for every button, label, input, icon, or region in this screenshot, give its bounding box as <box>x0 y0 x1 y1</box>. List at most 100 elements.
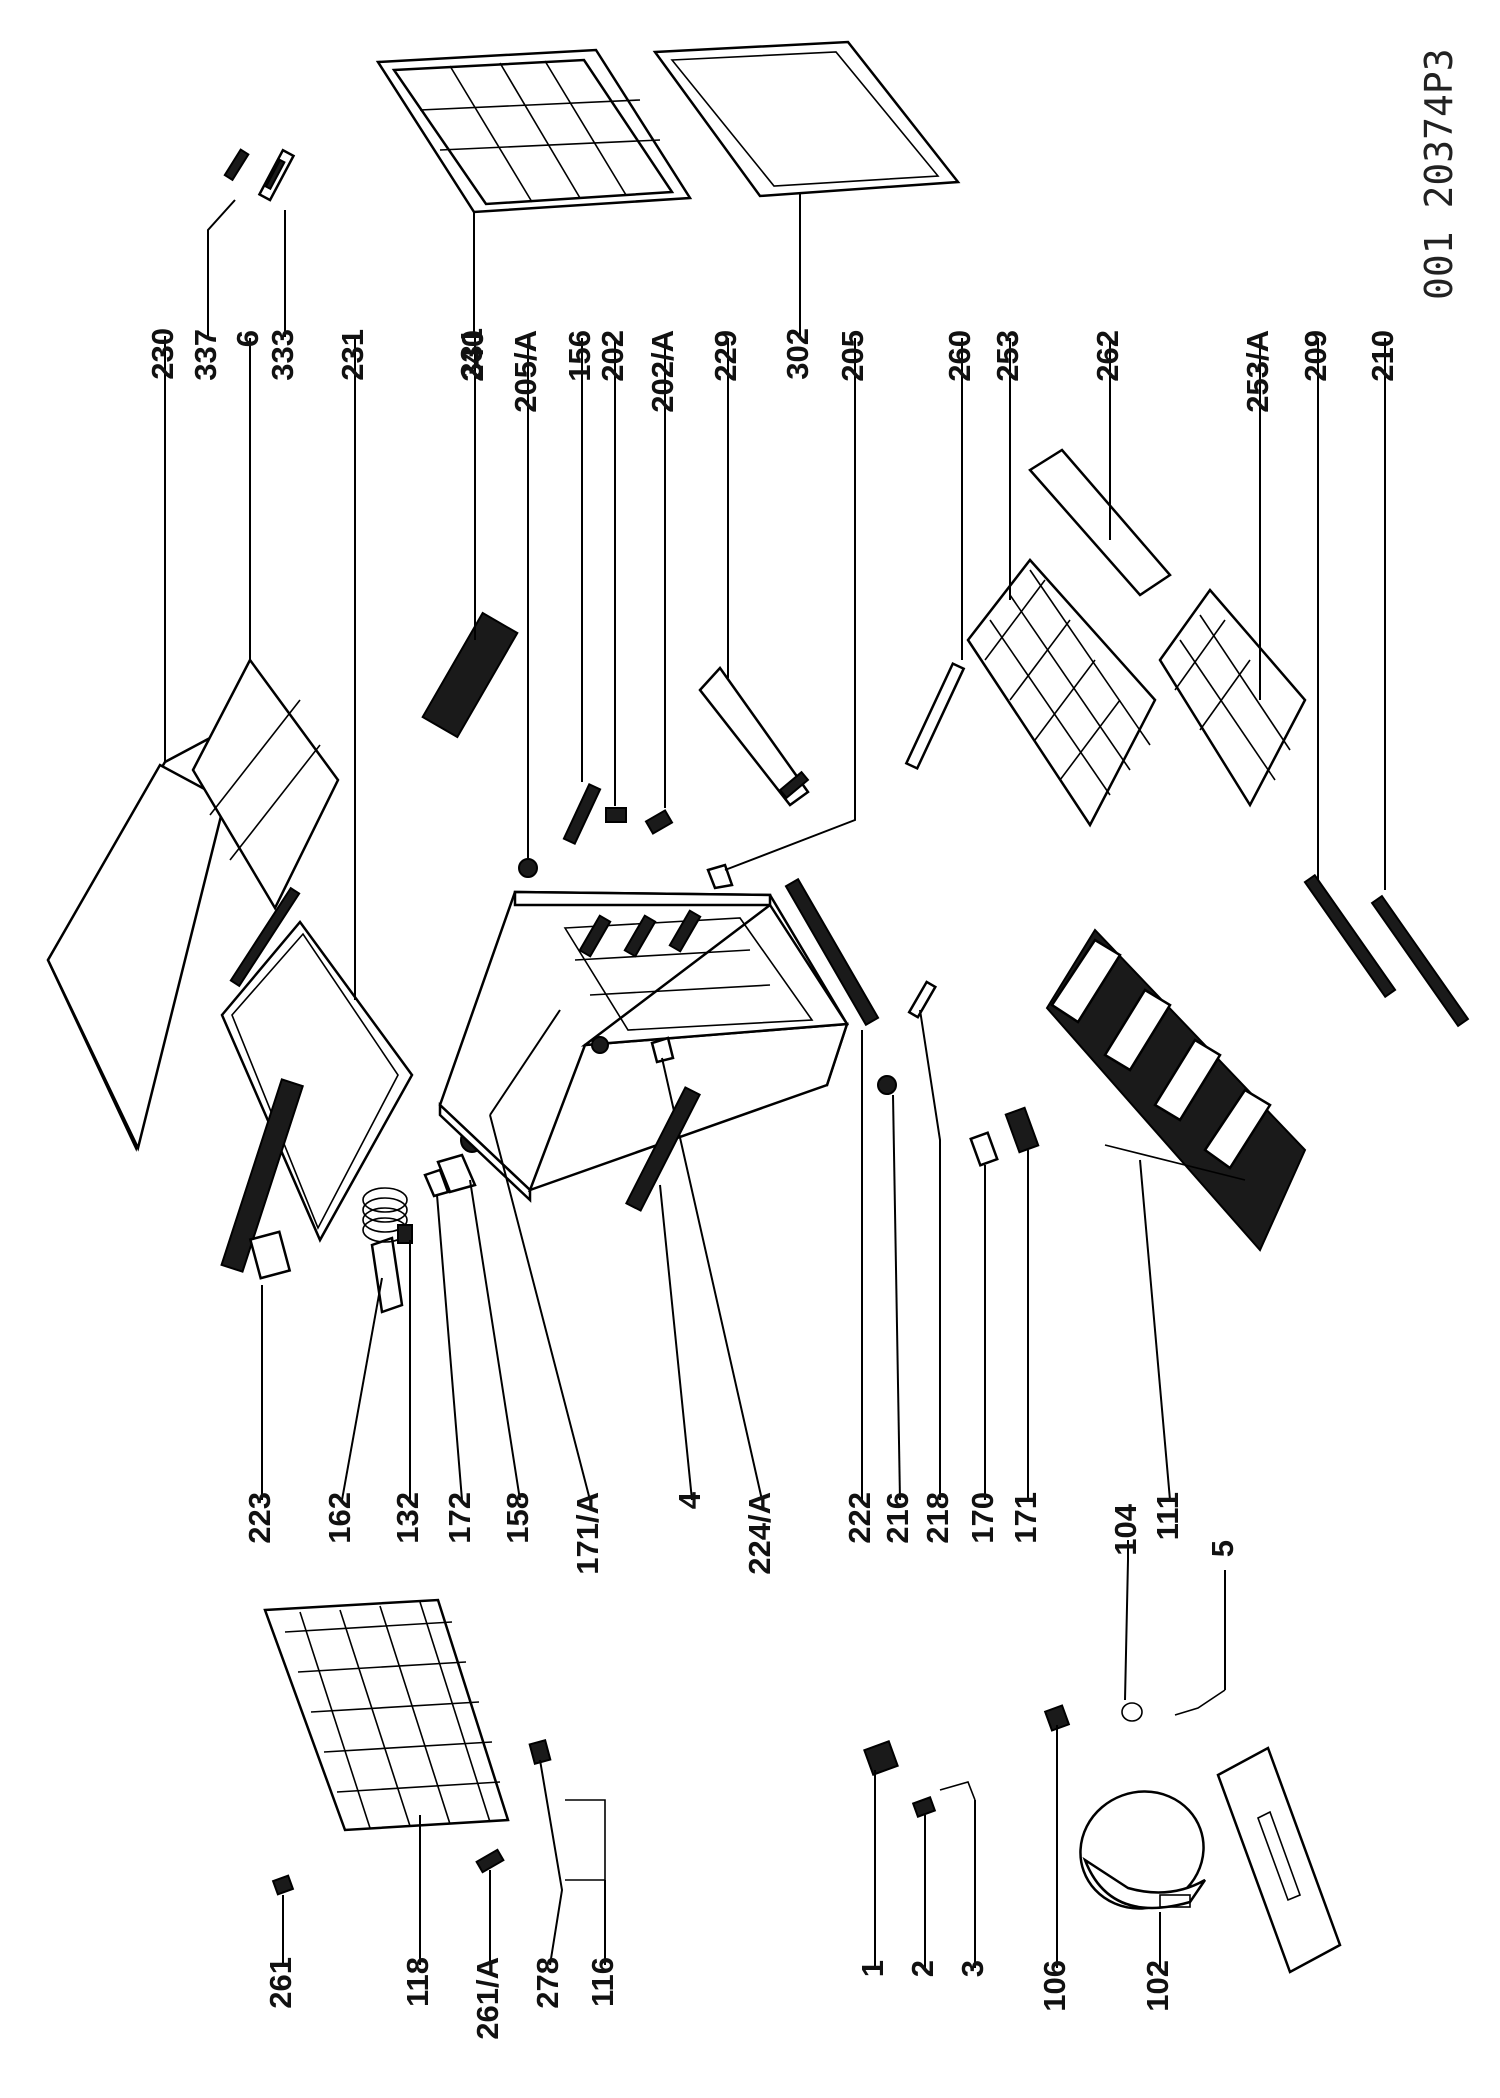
part-label-118: 118 <box>400 1957 435 2007</box>
tray-part <box>191 338 340 911</box>
part-label-302: 302 <box>780 328 815 380</box>
part-label-224a: 224/A <box>742 1492 777 1575</box>
leader-171a-inner <box>489 1009 561 1116</box>
leader-218 <box>919 1009 941 1500</box>
part-label-205: 205 <box>835 330 870 382</box>
part-label-172: 172 <box>442 1492 477 1544</box>
part-label-1: 1 <box>855 1960 890 1977</box>
base-plate-part <box>1216 1746 1342 1974</box>
part-label-111: 111 <box>1150 1492 1185 1540</box>
latch-part <box>423 1168 463 1501</box>
gasket-part <box>652 40 961 336</box>
drier-part <box>528 1739 564 1966</box>
part-label-278: 278 <box>530 1957 565 2009</box>
leader-171a <box>489 1114 591 1501</box>
compressor-part <box>1079 1790 1207 1968</box>
part-label-205a: 205/A <box>508 330 543 413</box>
spring-clip-part <box>1174 1570 1226 1716</box>
part-label-2: 2 <box>905 1960 940 1977</box>
part-label-171: 171 <box>1008 1492 1043 1544</box>
part-label-156: 156 <box>562 330 597 382</box>
part-label-171a: 171/A <box>570 1492 605 1575</box>
cover-part <box>1028 338 1172 597</box>
knob-b-part <box>706 338 856 890</box>
leader-111 <box>1139 1159 1171 1501</box>
clip-part <box>605 338 627 823</box>
document-code: 001 20374P3 <box>1417 48 1461 300</box>
part-label-229: 229 <box>708 330 743 382</box>
grommet-part <box>1043 1704 1071 1968</box>
strip-b-part <box>904 338 966 771</box>
leader-158 <box>469 1179 521 1501</box>
basket-b-part <box>1158 338 1307 808</box>
lid-frame-part <box>220 337 414 1243</box>
leader-172 <box>436 1194 463 1501</box>
clamp-part <box>271 1874 295 1965</box>
part-label-260: 260 <box>942 330 977 382</box>
side-rails-part <box>1303 338 1470 1028</box>
part-label-116: 116 <box>585 1957 620 2007</box>
part-label-333: 333 <box>265 329 300 381</box>
part-label-202: 202 <box>595 330 630 382</box>
part-label-104: 104 <box>1108 1503 1143 1555</box>
rail-part <box>625 1086 701 1501</box>
part-label-230: 230 <box>145 328 180 380</box>
leader-104 <box>1124 1540 1129 1701</box>
rod-part <box>907 980 941 1500</box>
handle-b-part <box>1004 1106 1040 1500</box>
parts-illustrations <box>46 40 1470 1974</box>
clamp-a-part <box>475 1848 505 1965</box>
basket-part <box>966 338 1157 828</box>
part-label-132: 132 <box>390 1492 425 1544</box>
leader-216 <box>892 1094 901 1501</box>
part-label-170: 170 <box>965 1492 1000 1544</box>
condenser-part <box>263 1598 510 1965</box>
door-part <box>375 48 693 336</box>
clip-a-part <box>644 338 674 835</box>
part-label-223: 223 <box>242 1492 277 1544</box>
wire-part <box>565 1799 606 1965</box>
handle-part <box>207 148 296 337</box>
clip-c-part <box>1121 1540 1143 1722</box>
part-label-222: 222 <box>842 1492 877 1544</box>
part-label-253: 253 <box>990 330 1025 382</box>
thermal-protector-part <box>911 1796 937 1968</box>
hinge-rail-part <box>220 1078 305 1500</box>
part-label-261: 261 <box>263 1957 298 2009</box>
part-label-337: 337 <box>188 329 223 381</box>
part-label-162: 162 <box>322 1492 357 1544</box>
front-rail-part <box>784 877 880 1500</box>
small-knob-part <box>877 1075 901 1501</box>
ice-tray-part <box>421 338 519 739</box>
part-label-253a: 253/A <box>1240 330 1275 413</box>
part-label-4: 4 <box>672 1491 707 1509</box>
part-label-158: 158 <box>500 1492 535 1544</box>
leader-278 <box>539 1759 564 1966</box>
shelf-part <box>698 338 810 807</box>
part-label-240: 240 <box>455 330 490 382</box>
part-label-6: 6 <box>230 330 265 347</box>
part-label-106: 106 <box>1037 1960 1072 2012</box>
spring-part <box>362 1187 413 1500</box>
part-label-218: 218 <box>920 1492 955 1544</box>
part-label-216: 216 <box>880 1492 915 1544</box>
knob-part <box>518 338 538 878</box>
lid-panel-part <box>46 336 227 1152</box>
plate-part <box>969 1131 999 1500</box>
leader-337 <box>207 199 236 337</box>
part-label-262: 262 <box>1090 330 1125 382</box>
part-label-331: 331 <box>454 328 489 380</box>
part-label-3: 3 <box>955 1960 990 1977</box>
evaporator-part <box>1045 928 1307 1501</box>
part-label-209: 209 <box>1298 330 1333 382</box>
cable-part <box>939 1781 976 1968</box>
leader-162 <box>341 1277 383 1501</box>
relay-part <box>863 1740 899 1968</box>
part-label-231: 231 <box>335 329 370 381</box>
part-label-202a: 202/A <box>645 330 680 413</box>
part-label-102: 102 <box>1140 1960 1175 2012</box>
strip-part <box>562 338 602 846</box>
part-label-261a: 261/A <box>470 1957 505 2040</box>
part-label-210: 210 <box>1365 330 1400 382</box>
